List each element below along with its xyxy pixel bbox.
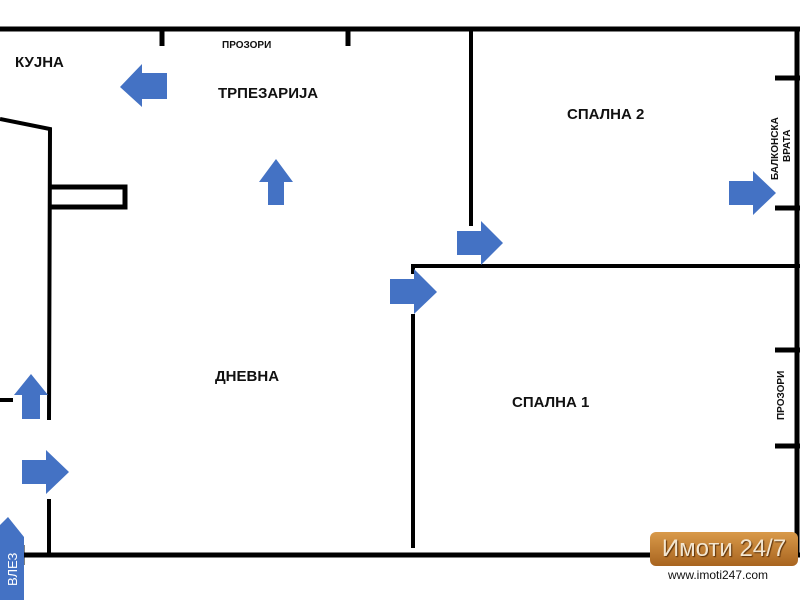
watermark-url: www.imoti247.com	[668, 568, 769, 582]
arrow-right-icon	[22, 450, 69, 494]
entrance-label: ВЛЕЗ	[5, 553, 20, 586]
room-label-bedroom1: СПАЛНА 1	[512, 394, 589, 411]
room-label-dining: ТРПЕЗАРИЈА	[218, 85, 318, 102]
balcony-door-label: ВРАТА	[782, 130, 793, 162]
windows-right-label: ПРОЗОРИ	[776, 371, 787, 420]
arrow-left-icon	[120, 64, 167, 107]
shelf	[51, 184, 128, 210]
watermark-logo: Имоти 24/7	[650, 532, 798, 566]
entrance-arrow-icon	[0, 517, 24, 600]
arrow-right-icon	[390, 269, 437, 314]
arrow-right-icon	[729, 171, 776, 215]
arrow-right-icon	[457, 221, 503, 265]
room-label-living: ДНЕВНА	[215, 368, 279, 385]
balcony-door-label: БАЛКОНСКА	[770, 117, 781, 180]
walls	[0, 26, 800, 565]
windows-top-label: ПРОЗОРИ	[222, 40, 271, 51]
room-label-bedroom2: СПАЛНА 2	[567, 106, 644, 123]
arrows	[0, 64, 776, 600]
room-label-kitchen: КУЈНА	[15, 54, 64, 71]
arrow-up-icon	[14, 374, 48, 419]
arrow-up-icon	[259, 159, 293, 205]
kitchen-wall	[0, 117, 53, 421]
